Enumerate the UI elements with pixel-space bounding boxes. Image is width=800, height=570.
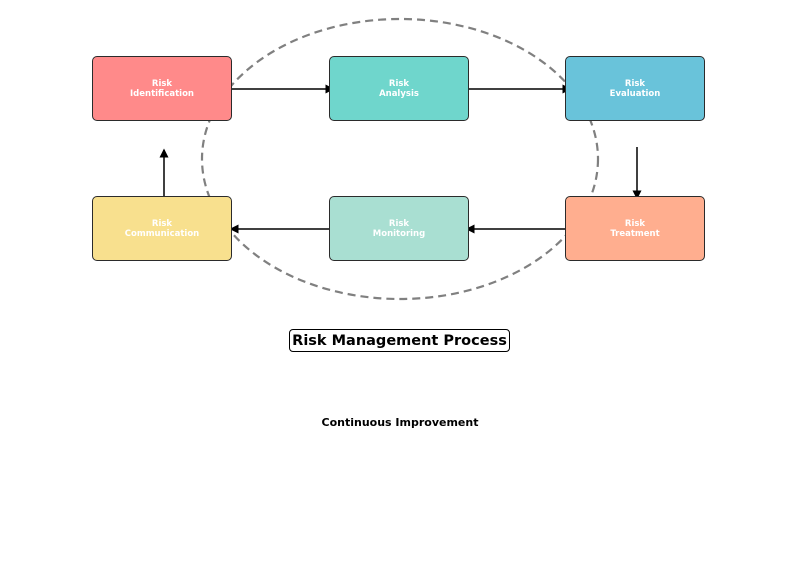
stage-label-line2: Evaluation — [609, 88, 661, 99]
stage-box-evaluation: Risk Evaluation — [565, 56, 705, 121]
stage-label-line1: Risk — [151, 78, 173, 89]
stage-label-line2: Communication — [124, 228, 200, 239]
cycle-ellipse — [200, 17, 600, 301]
stage-label-line1: Risk — [151, 218, 173, 229]
stage-label-line2: Treatment — [610, 228, 660, 239]
stage-box-monitoring: Risk Monitoring — [329, 196, 469, 261]
stage-label-line1: Risk — [624, 78, 646, 89]
continuous-improvement-caption: Continuous Improvement — [321, 416, 479, 429]
stage-box-identification: Risk Identification — [92, 56, 232, 121]
stage-label-line2: Analysis — [379, 88, 419, 99]
stage-label-line1: Risk — [388, 78, 410, 89]
stage-label-line2: Identification — [130, 88, 194, 99]
stage-box-communication: Risk Communication — [92, 196, 232, 261]
stage-label-line1: Risk — [624, 218, 646, 229]
diagram-title: Risk Management Process — [289, 329, 510, 352]
stage-box-treatment: Risk Treatment — [565, 196, 705, 261]
stage-box-analysis: Risk Analysis — [329, 56, 469, 121]
stage-label-line2: Monitoring — [372, 228, 426, 239]
stage-label-line1: Risk — [388, 218, 410, 229]
